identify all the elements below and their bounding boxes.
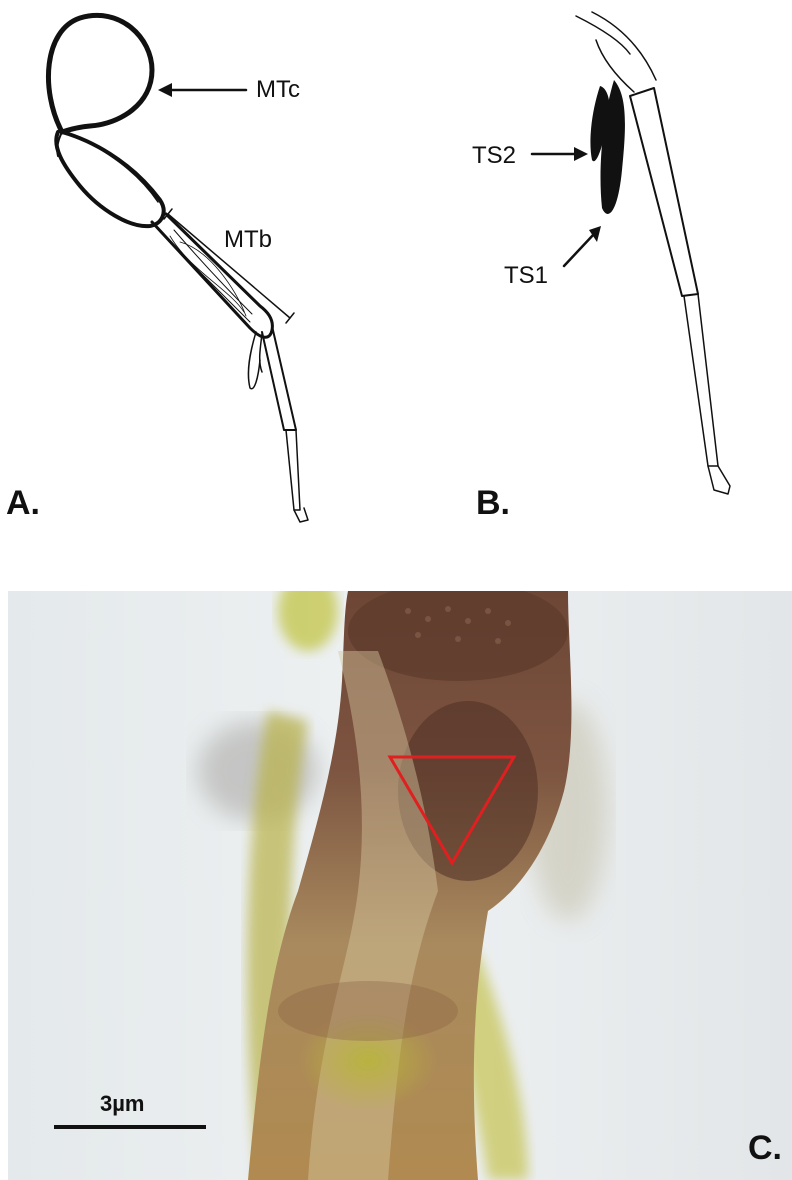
panel-b-tibia-drawing: TS2 TS1 B. bbox=[396, 0, 792, 540]
panel-c-micrograph: 3µm C. bbox=[8, 591, 792, 1180]
panel-a-leg-drawing: MTc MTb A. bbox=[0, 0, 396, 540]
leg-drawing-a bbox=[0, 0, 396, 540]
panel-c-letter: C. bbox=[748, 1129, 782, 1168]
panel-a-letter: A. bbox=[6, 484, 40, 523]
ts2-label: TS2 bbox=[472, 142, 516, 170]
panel-b-letter: B. bbox=[476, 484, 510, 523]
mtc-label: MTc bbox=[256, 76, 300, 104]
scale-bar-label: 3µm bbox=[100, 1091, 144, 1117]
mtb-label: MTb bbox=[224, 226, 272, 254]
leg-drawing-b bbox=[396, 0, 792, 540]
ts1-label: TS1 bbox=[504, 262, 548, 290]
